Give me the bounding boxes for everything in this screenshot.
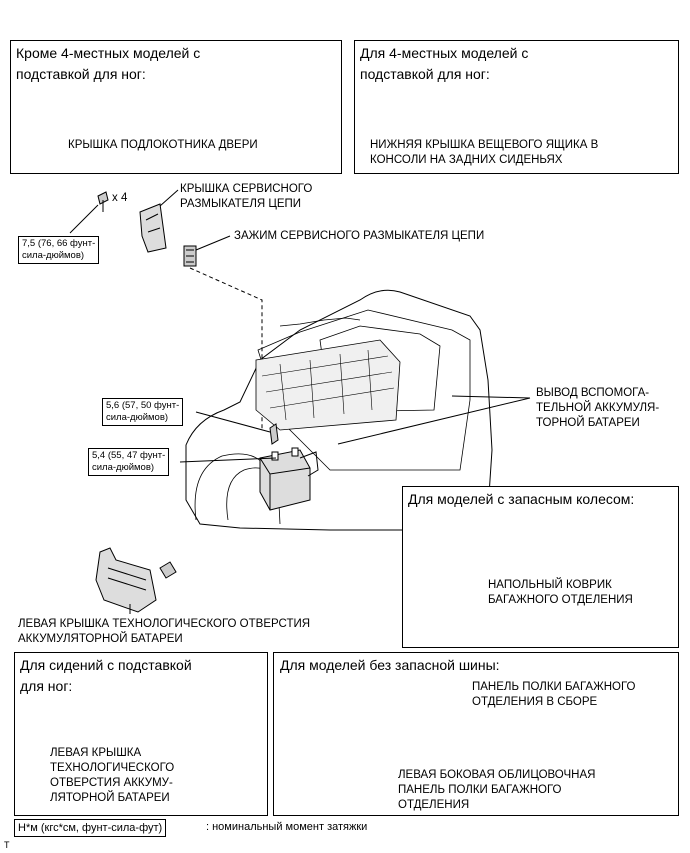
vehicle-rear-outline bbox=[185, 289, 493, 531]
legend-description: : номинальный момент затяжки bbox=[206, 821, 368, 833]
service-plug-clamp-part bbox=[183, 235, 263, 430]
box-4seat-title: Для 4-местных моделей с подставкой для н… bbox=[360, 45, 529, 82]
corner-mark: T bbox=[4, 840, 10, 850]
box-except-4seat bbox=[10, 40, 342, 174]
bolt-count-label: x 4 bbox=[112, 192, 128, 204]
box-except-4seat-title: Кроме 4-местных моделей с подставкой для… bbox=[16, 45, 201, 82]
side-trim-label: ЛЕВАЯ БОКОВАЯ ОБЛИЦОВОЧНАЯ ПАНЕЛЬ ПОЛКИ … bbox=[398, 769, 596, 811]
floor-mat-label: НАПОЛЬНЫЙ КОВРИК БАГАЖНОГО ОТДЕЛЕНИЯ bbox=[488, 579, 633, 606]
service-plug-cover-part bbox=[139, 189, 179, 253]
armrest-cover-label: КРЫШКА ПОДЛОКОТНИКА ДВЕРИ bbox=[68, 139, 258, 151]
box-spare-wheel-title: Для моделей с запасным колесом: bbox=[408, 491, 635, 507]
box-footrest-seats bbox=[14, 652, 268, 816]
footrest-cover-label: ЛЕВАЯ КРЫШКА ТЕХНОЛОГИЧЕСКОГО ОТВЕРСТИЯ … bbox=[50, 747, 175, 804]
console-cover-label: НИЖНЯЯ КРЫШКА ВЕЩЕВОГО ЯЩИКА В КОНСОЛИ Н… bbox=[370, 139, 599, 166]
legend-key: Н*м (кгс*см, фунт-сила-фут) bbox=[14, 819, 167, 837]
torque-spec-terminal: 5,6 (57, 50 фунт- сила-дюймов) bbox=[102, 398, 184, 426]
box-no-spare-tire bbox=[273, 652, 679, 816]
aux-battery-part bbox=[259, 447, 319, 511]
aux-terminal-label: ВЫВОД ВСПОМОГА- ТЕЛЬНОЙ АККУМУЛЯ- ТОРНОЙ… bbox=[536, 387, 660, 429]
left-hole-cover-label: ЛЕВАЯ КРЫШКА ТЕХНОЛОГИЧЕСКОГО ОТВЕРСТИЯ … bbox=[18, 618, 311, 645]
torque-spec-battery: 5,4 (55, 47 фунт- сила-дюймов) bbox=[88, 448, 170, 476]
service-plug-clamp-label: ЗАЖИМ СЕРВИСНОГО РАЗМЫКАТЕЛЯ ЦЕПИ bbox=[234, 230, 485, 242]
service-plug-cover-label: КРЫШКА СЕРВИСНОГО РАЗМЫКАТЕЛЯ ЦЕПИ bbox=[180, 183, 313, 210]
box-4seat bbox=[354, 40, 679, 174]
torque-spec-bolt: 7,5 (76, 66 фунт- сила-дюймов) bbox=[18, 236, 100, 264]
left-hole-cover-part bbox=[95, 547, 177, 614]
box-no-spare-title: Для моделей без запасной шины: bbox=[280, 657, 500, 673]
tonneau-panel-label: ПАНЕЛЬ ПОЛКИ БАГАЖНОГО ОТДЕЛЕНИЯ В СБОРЕ bbox=[472, 681, 636, 708]
box-footrest-title: Для сидений с подставкой для ног: bbox=[20, 657, 192, 694]
bolt-part bbox=[69, 191, 109, 234]
box-spare-wheel bbox=[402, 486, 679, 648]
